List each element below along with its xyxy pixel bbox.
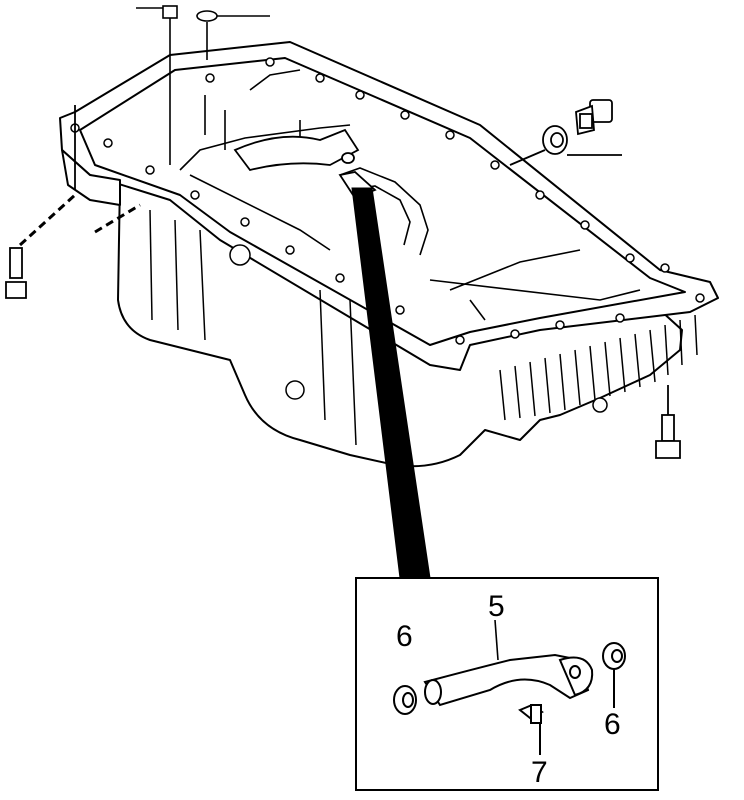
- drain-plug: [575, 99, 613, 136]
- detail-inset-frame: [355, 577, 659, 791]
- flange-bolt-holes: [70, 57, 705, 413]
- detail-hose: [423, 653, 594, 707]
- left-bolt: [5, 105, 141, 299]
- detail-seal-left: [393, 685, 417, 715]
- detail-seal-right: [602, 642, 626, 708]
- callout-6-left: 6: [396, 620, 413, 653]
- callout-6-right: 6: [604, 708, 621, 741]
- drain-plug-washer: [509, 125, 622, 166]
- oil-pan-flange-inner: [79, 57, 686, 346]
- top-washer: [196, 10, 270, 60]
- callout-5: 5: [488, 590, 505, 623]
- top-bolt: [136, 5, 178, 165]
- callout-5-leader: [494, 619, 499, 661]
- callout-7: 7: [531, 756, 548, 789]
- oil-pan-inner-ribs: [179, 69, 641, 321]
- detail-bolt: [518, 703, 544, 755]
- right-bolt: [655, 385, 681, 459]
- oil-pan-left-wall: [61, 149, 121, 206]
